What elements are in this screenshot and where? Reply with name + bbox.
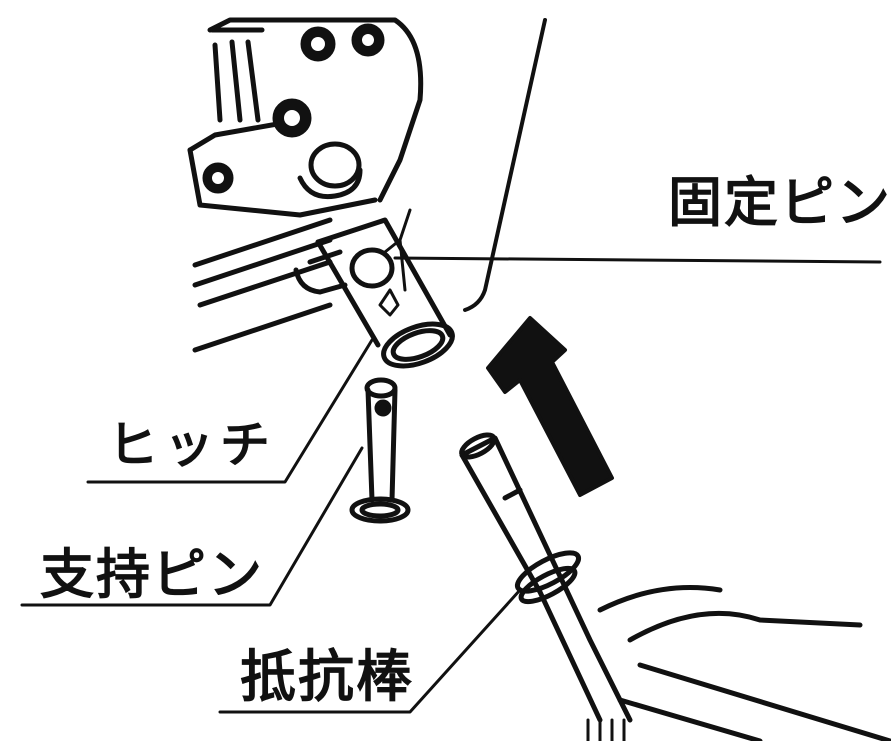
hitch-tube	[315, 208, 455, 369]
fixing-pin-leader	[393, 256, 882, 264]
insert-direction-arrow	[486, 316, 614, 497]
support-pin-leader	[20, 446, 364, 607]
label-fixing-pin: 固定ピン	[668, 171, 891, 234]
resistance-rod	[459, 432, 633, 741]
resistance-rod-leader	[218, 588, 522, 714]
label-resistance-rod: 抵抗棒	[240, 645, 414, 710]
label-hitch: ヒッチ	[108, 416, 276, 474]
hitch-leader	[86, 338, 374, 484]
frame-edge-line	[463, 18, 547, 312]
housing-bolts	[202, 23, 385, 200]
frame-housing	[187, 17, 424, 218]
support-pin	[349, 377, 411, 524]
lower-linkage	[597, 585, 891, 741]
label-support-pin: 支持ピン	[40, 543, 264, 606]
